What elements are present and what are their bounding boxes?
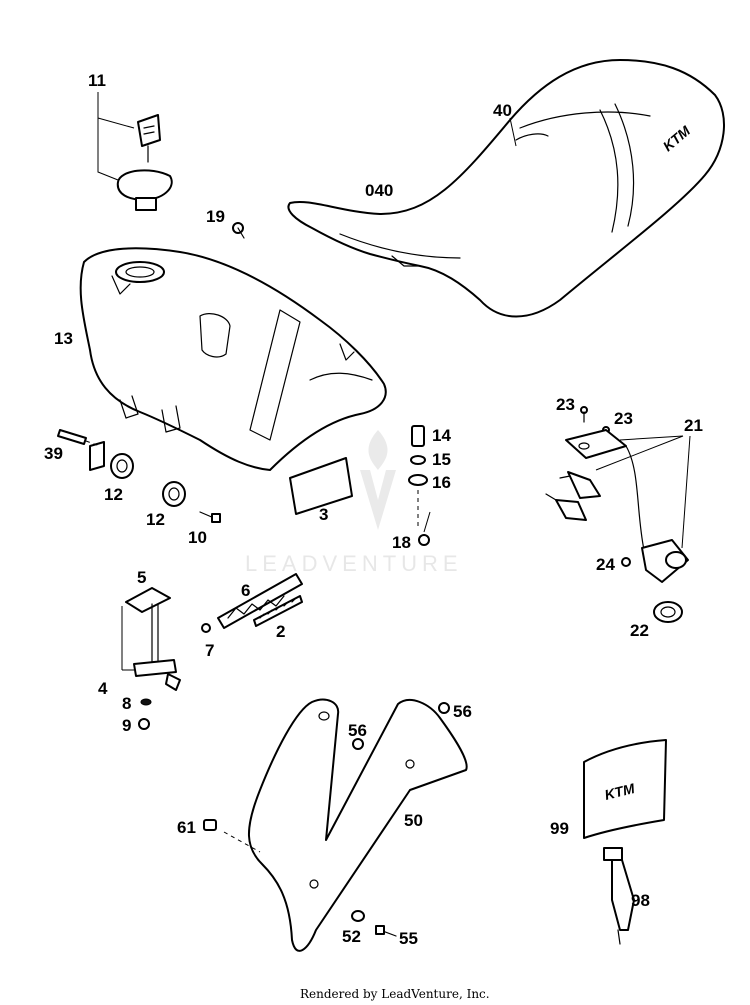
callout-52: 52 xyxy=(342,927,361,946)
callout-21: 21 xyxy=(684,416,703,435)
callout-99: 99 xyxy=(550,819,569,838)
grommet-12-upper xyxy=(110,453,134,479)
bolt-19 xyxy=(232,222,245,239)
bag-logo: KTM xyxy=(603,780,637,803)
callout-55: 55 xyxy=(399,929,418,948)
footer-credit: Rendered by LeadVenture, Inc. xyxy=(300,987,490,1001)
callout-16: 16 xyxy=(432,473,451,492)
callout-14: 14 xyxy=(432,426,451,445)
callout-56-right: 56 xyxy=(453,702,472,721)
leadventure-watermark: LEADVENTURE xyxy=(245,430,463,576)
callout-39: 39 xyxy=(44,444,63,463)
hose-and-spring xyxy=(201,573,303,633)
fastener-stack xyxy=(408,425,430,546)
callouts: 11 40 040 19 13 39 12 12 10 3 14 15 16 1… xyxy=(44,71,703,948)
fuel-cap-and-key xyxy=(97,92,173,211)
fuel-tank xyxy=(79,247,387,471)
callout-8: 8 xyxy=(122,694,131,713)
callout-5: 5 xyxy=(137,568,146,587)
callout-98: 98 xyxy=(631,891,650,910)
callout-13: 13 xyxy=(54,329,73,348)
fuel-tap xyxy=(121,587,181,730)
callout-040: 040 xyxy=(365,181,393,200)
callout-40: 40 xyxy=(493,101,512,120)
callout-4: 4 xyxy=(98,679,108,698)
callout-10: 10 xyxy=(188,528,207,547)
callout-23-left: 23 xyxy=(556,395,575,414)
callout-50: 50 xyxy=(404,811,423,830)
grommet-12-lower xyxy=(162,481,186,507)
leader-lines xyxy=(423,117,517,533)
side-cover xyxy=(223,698,468,952)
callout-3: 3 xyxy=(319,505,328,524)
callout-9: 9 xyxy=(122,716,131,735)
tool-98 xyxy=(603,847,635,945)
foam-pad-3 xyxy=(289,457,353,515)
callout-23-right: 23 xyxy=(614,409,633,428)
callout-11: 11 xyxy=(88,71,106,90)
callout-56-left: 56 xyxy=(348,721,367,740)
callout-7: 7 xyxy=(205,641,214,660)
lock-set xyxy=(545,406,691,623)
callout-15: 15 xyxy=(432,450,451,469)
callout-12-lower: 12 xyxy=(146,510,165,529)
bolt-10 xyxy=(199,511,221,523)
callout-12-upper: 12 xyxy=(104,485,123,504)
callout-19: 19 xyxy=(206,207,225,226)
callout-22: 22 xyxy=(630,621,649,640)
callout-2: 2 xyxy=(276,622,285,641)
watermark-text: LEADVENTURE xyxy=(245,551,463,576)
callout-24: 24 xyxy=(596,555,615,574)
callout-18: 18 xyxy=(392,533,411,552)
callout-6: 6 xyxy=(241,581,250,600)
seat: KTM xyxy=(287,59,726,318)
bag-99: KTM xyxy=(583,739,667,839)
callout-61: 61 xyxy=(177,818,196,837)
cover-fasteners xyxy=(203,702,450,937)
screw-39 xyxy=(57,429,105,471)
